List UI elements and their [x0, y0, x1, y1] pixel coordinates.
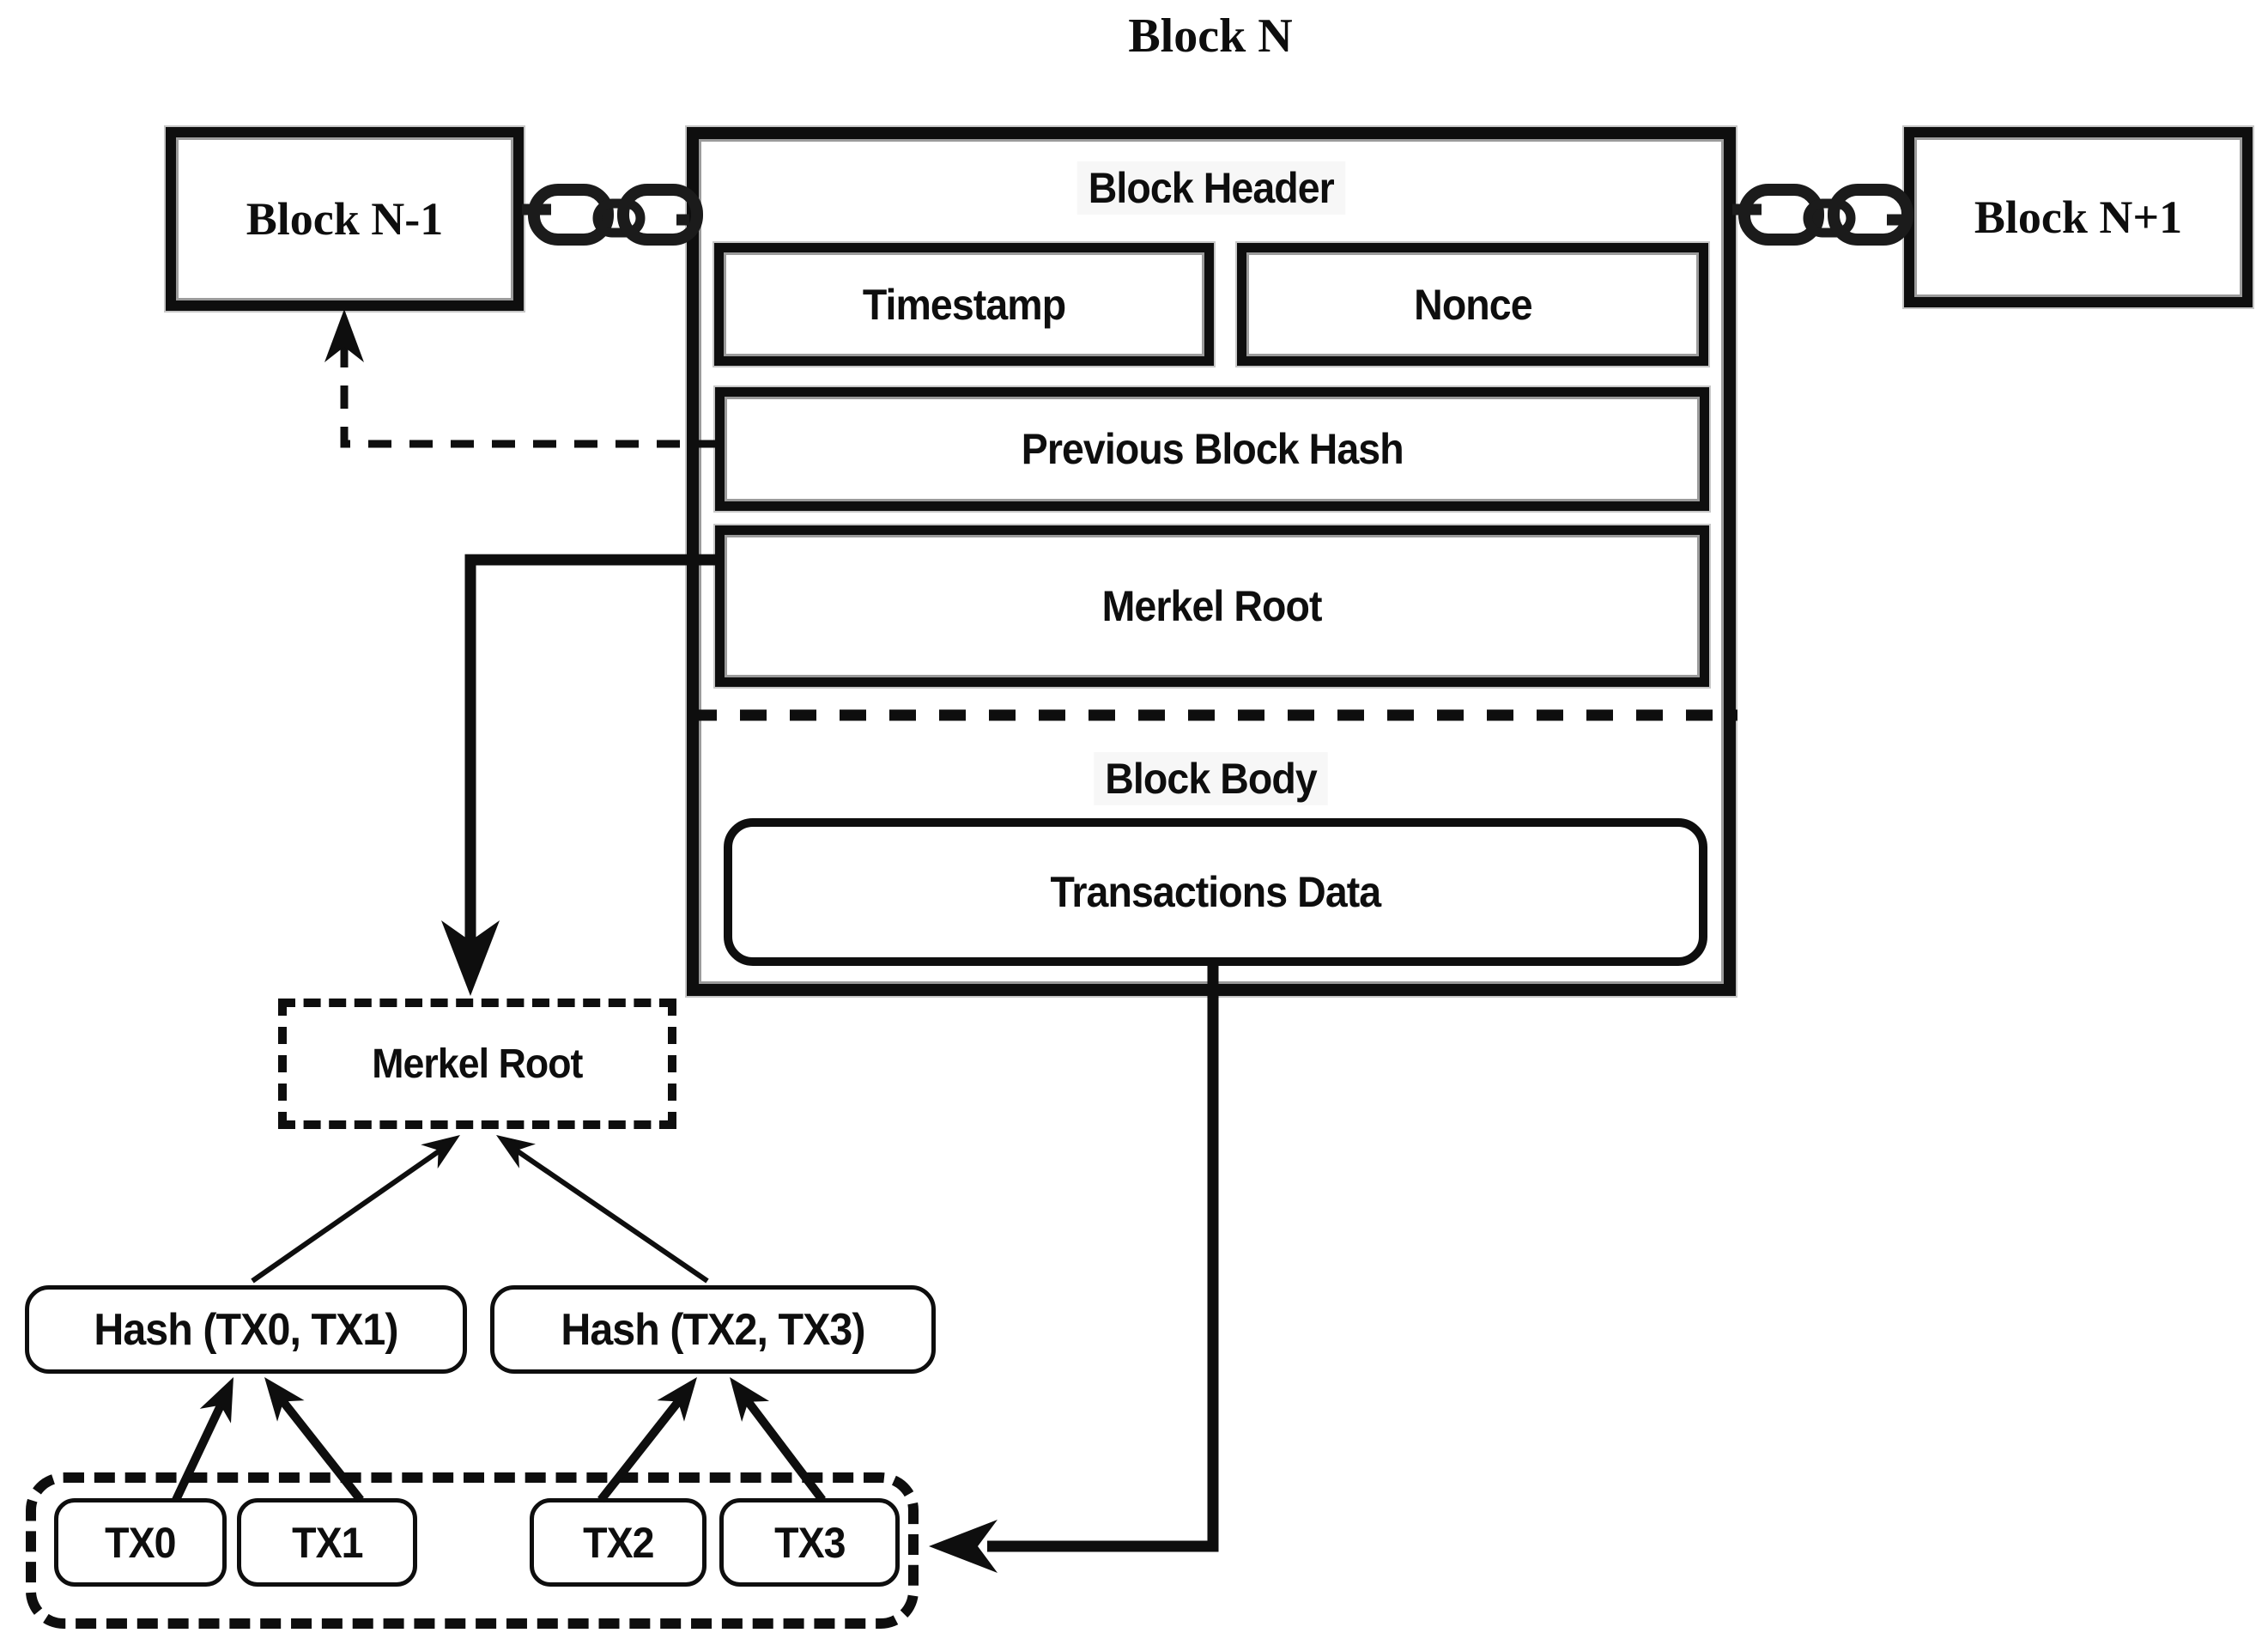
nonce-field: Nonce: [1237, 243, 1708, 366]
transactions-arrow: [929, 966, 1219, 1573]
block-n-plus-1-box: Block N+1: [1904, 127, 2253, 307]
nonce-label: Nonce: [1413, 280, 1532, 329]
timestamp-field: Timestamp: [714, 243, 1214, 366]
tx3-label: TX3: [773, 1518, 846, 1567]
chain-link-icon-left: [522, 184, 703, 246]
block-body-section-title: Block Body: [687, 752, 1736, 805]
hash-node-tx2-tx3-box: Hash (TX2, TX3): [490, 1285, 936, 1374]
merkle-root-field: Merkel Root: [715, 525, 1709, 687]
merkle-root-field-label: Merkel Root: [1102, 582, 1323, 630]
block-header-title-text: Block Header: [1076, 161, 1346, 215]
hash-node-tx2-tx3-label: Hash (TX2, TX3): [561, 1304, 865, 1355]
transactions-data-box: Transactions Data: [724, 818, 1707, 966]
hash2-to-root-arrow: [496, 1135, 709, 1284]
tx2-box: TX2: [530, 1498, 706, 1587]
chain-link-icon-right: [1732, 184, 1913, 246]
block-body-title-text: Block Body: [1094, 752, 1329, 805]
tx3-box: TX3: [719, 1498, 900, 1587]
block-n-minus-1-box: Block N-1: [166, 127, 524, 311]
previous-block-hash-label: Previous Block Hash: [1021, 425, 1404, 473]
transactions-data-label: Transactions Data: [1050, 868, 1382, 916]
hash1-to-root-arrow: [251, 1135, 460, 1284]
timestamp-label: Timestamp: [862, 280, 1066, 329]
tx1-label: TX1: [291, 1518, 363, 1567]
diagram-title: Block N: [944, 9, 1477, 64]
prev-hash-arrow: [324, 309, 721, 448]
previous-block-hash-field: Previous Block Hash: [715, 387, 1709, 511]
merkle-root-tree-label: Merkel Root: [372, 1041, 583, 1087]
merkle-root-arrow: [441, 554, 717, 996]
merkle-root-tree-box: Merkel Root: [278, 999, 676, 1129]
tx1-box: TX1: [237, 1498, 417, 1587]
tx0-label: TX0: [105, 1518, 176, 1567]
block-n-plus-1-label: Block N+1: [1974, 191, 2183, 243]
hash-node-tx0-tx1-label: Hash (TX0, TX1): [94, 1304, 398, 1355]
block-header-section-title: Block Header: [687, 161, 1736, 215]
tx0-box: TX0: [54, 1498, 227, 1587]
diagram-title-text: Block N: [1128, 9, 1293, 63]
transactions-container-box: [26, 1472, 919, 1629]
block-n-minus-1-label: Block N-1: [246, 193, 444, 245]
hash-node-tx0-tx1-box: Hash (TX0, TX1): [25, 1285, 467, 1374]
tx2-label: TX2: [582, 1518, 654, 1567]
